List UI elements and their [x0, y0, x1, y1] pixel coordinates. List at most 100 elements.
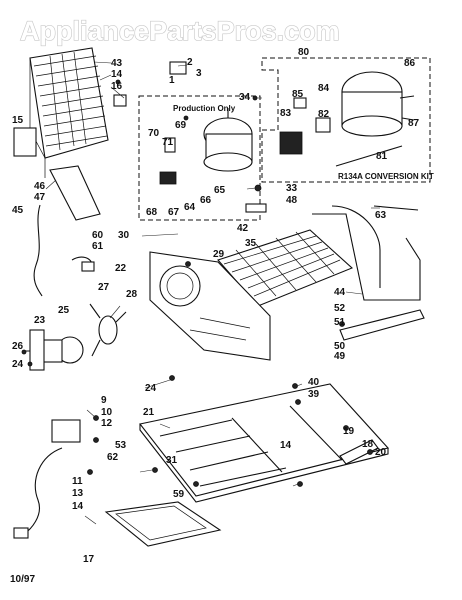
drier-kit — [335, 145, 403, 167]
callout-42: 42 — [237, 223, 249, 234]
callout-44: 44 — [334, 287, 346, 298]
overload-kit — [293, 97, 307, 109]
defrost-timer — [113, 94, 127, 107]
callout-12: 12 — [101, 418, 113, 429]
callout-80: 80 — [298, 47, 310, 58]
fan-blade — [89, 303, 127, 357]
callout-11: 11 — [72, 476, 83, 487]
callout-9: 9 — [101, 395, 107, 406]
callout-60: 60 — [92, 230, 104, 241]
callout-17: 17 — [83, 554, 95, 565]
callout-64: 64 — [184, 202, 196, 213]
callout-67: 67 — [168, 207, 180, 218]
heater-wire — [33, 204, 43, 297]
evaporator-cover — [13, 127, 37, 157]
production-only-box — [138, 95, 261, 221]
drain-pan-17-inner — [115, 505, 207, 541]
callout-26: 26 — [12, 341, 24, 352]
callout-3: 3 — [196, 68, 202, 79]
overload-production — [164, 137, 176, 153]
callout-87: 87 — [408, 118, 420, 129]
callout-15: 15 — [12, 115, 24, 126]
callout-14-cord: 14 — [72, 501, 84, 512]
callout-69: 69 — [175, 120, 187, 131]
callout-13: 13 — [72, 488, 84, 499]
machine-frame — [139, 383, 390, 503]
callout-83: 83 — [280, 108, 292, 119]
callout-71: 71 — [162, 137, 174, 148]
compressor-platform — [149, 251, 271, 361]
callout-61: 61 — [92, 241, 104, 252]
compressor-kit — [341, 71, 415, 137]
callout-34: 34 — [239, 92, 251, 103]
motor-bracket — [29, 329, 45, 371]
callout-31: 31 — [166, 455, 178, 466]
callout-45: 45 — [12, 205, 24, 216]
callout-49: 49 — [334, 351, 346, 362]
callout-21: 21 — [143, 407, 155, 418]
callout-52: 52 — [334, 303, 346, 314]
drain-trough — [49, 165, 101, 221]
callout-86: 86 — [404, 58, 416, 69]
callout-18: 18 — [362, 439, 374, 450]
callout-40: 40 — [308, 377, 320, 388]
fan-motor-production — [203, 108, 253, 172]
callout-51: 51 — [334, 317, 346, 328]
callout-29: 29 — [213, 249, 225, 260]
callout-28: 28 — [126, 289, 138, 300]
callout-85: 85 — [292, 89, 304, 100]
conversion-kit-box — [261, 57, 431, 183]
callout-43: 43 — [111, 58, 123, 69]
callout-63: 63 — [375, 210, 387, 221]
discharge-line — [331, 205, 381, 288]
power-cord — [23, 447, 63, 535]
callout-33: 33 — [286, 183, 298, 194]
conversion-kit-label: R134A CONVERSION KIT — [338, 172, 434, 181]
callout-35: 35 — [245, 238, 257, 249]
callout-68: 68 — [146, 207, 158, 218]
callout-46: 46 — [34, 181, 46, 192]
relay-production — [159, 171, 177, 185]
watermark-text: AppliancePartsPros.com — [20, 16, 340, 46]
callout-22: 22 — [115, 263, 127, 274]
front-rail-18 — [339, 439, 379, 465]
callout-48: 48 — [286, 195, 298, 206]
relay-kit — [279, 131, 303, 155]
callout-70: 70 — [148, 128, 160, 139]
callout-82: 82 — [318, 109, 330, 120]
callout-81: 81 — [376, 151, 388, 162]
callout-2: 2 — [187, 57, 193, 68]
screw-markers — [21, 79, 373, 487]
drain-pan-49 — [339, 309, 425, 341]
callout-62: 62 — [107, 452, 119, 463]
junction-box — [51, 419, 81, 443]
callout-16: 16 — [111, 81, 123, 92]
callout-24: 24 — [12, 359, 24, 370]
callout-53: 53 — [115, 440, 127, 451]
callout-23: 23 — [34, 315, 46, 326]
callout-27: 27 — [98, 282, 110, 293]
suction-line — [312, 213, 421, 301]
connector-block — [81, 261, 95, 272]
callout-labels: 43 14 16 2 1 3 15 80 86 84 85 83 82 87 8… — [12, 47, 420, 565]
callout-24-lower: 24 — [145, 383, 157, 394]
callout-39: 39 — [308, 389, 320, 400]
callout-30: 30 — [118, 230, 130, 241]
thermostat-bracket — [169, 61, 187, 75]
plug — [13, 527, 29, 539]
callout-20: 20 — [375, 447, 387, 458]
callout-10: 10 — [101, 407, 113, 418]
callout-65: 65 — [214, 185, 226, 196]
callout-84: 84 — [318, 83, 330, 94]
capacitor-kit — [315, 117, 331, 133]
production-only-label: Production Only — [173, 104, 236, 113]
drain-pan-17 — [104, 501, 222, 547]
callout-59: 59 — [173, 489, 185, 500]
tubing-clamp — [245, 203, 267, 213]
date-code: 10/97 — [10, 574, 35, 585]
evaporator-coil — [29, 47, 109, 178]
callout-1: 1 — [169, 75, 175, 86]
callout-25: 25 — [58, 305, 70, 316]
callout-19: 19 — [343, 426, 355, 437]
